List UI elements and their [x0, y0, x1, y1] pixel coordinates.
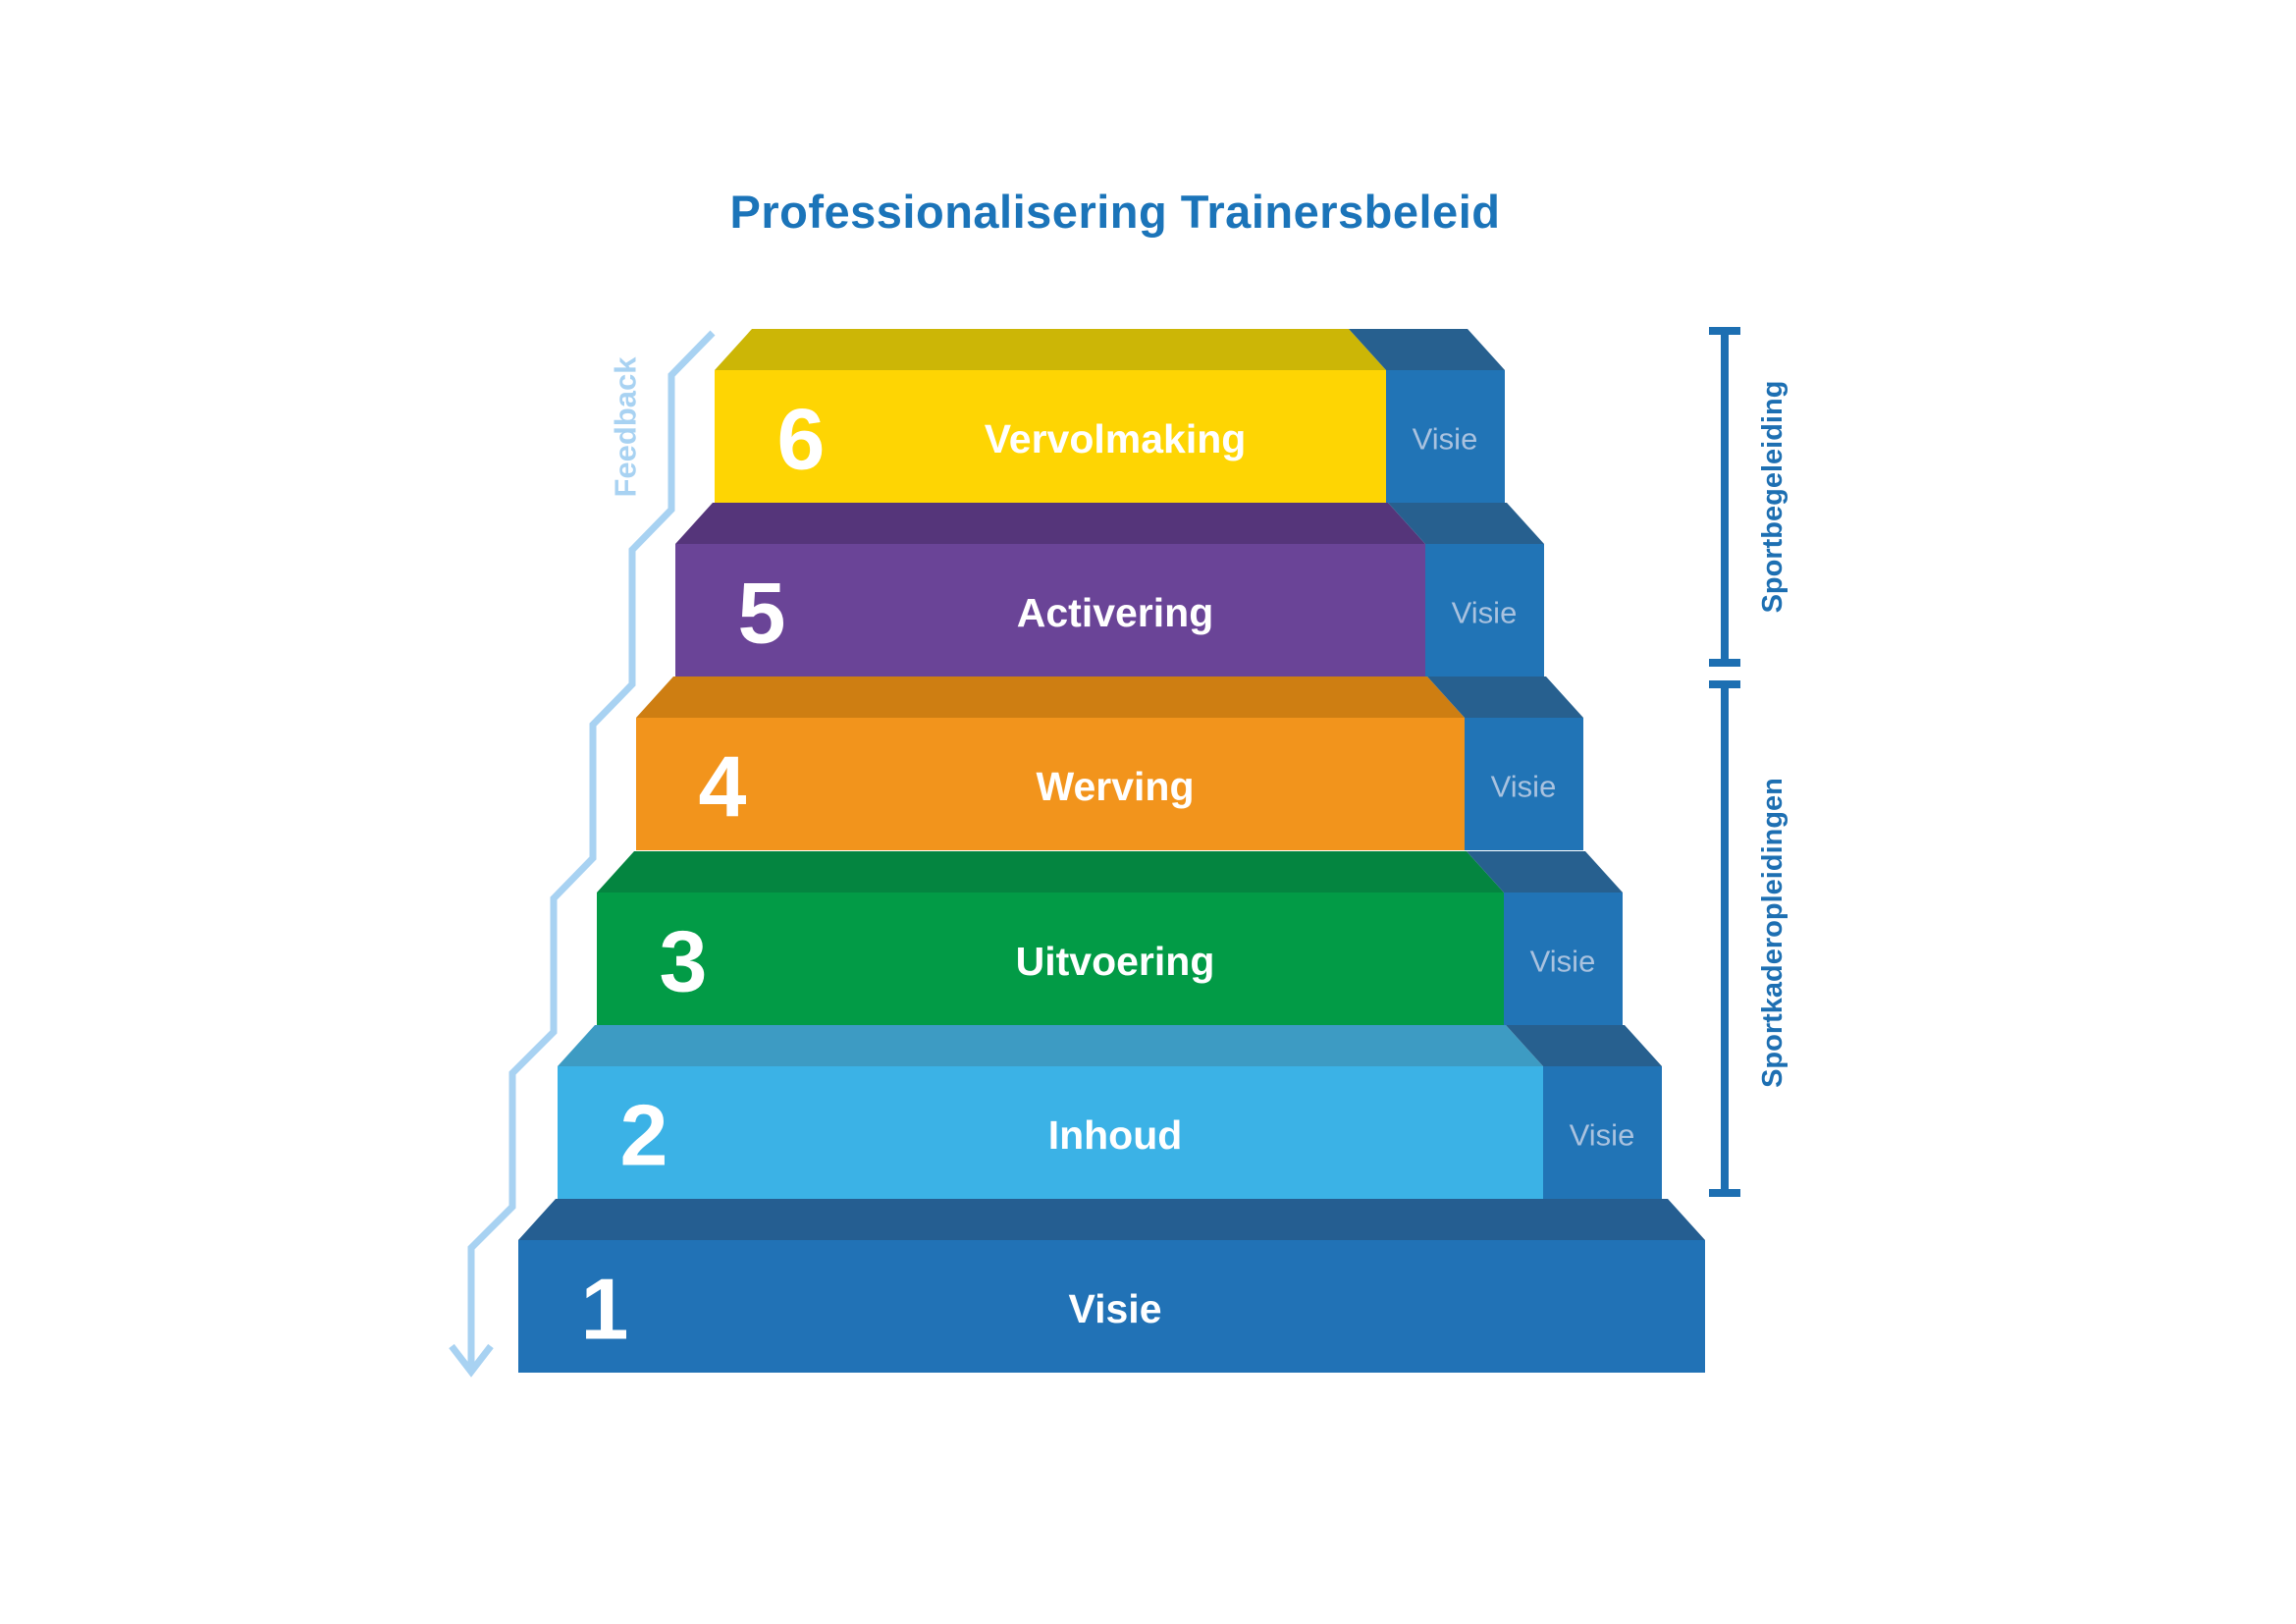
step-6-front-face	[715, 370, 1386, 503]
step-5-label: Activering	[1017, 590, 1214, 635]
visie-block-4-top-face	[1427, 677, 1583, 718]
visie-block-6-front-face	[1386, 370, 1505, 503]
visie-block-2-front-face	[1543, 1066, 1662, 1199]
bracket-sportbegeleiding	[1709, 327, 1740, 667]
visie-block-5-front-face	[1425, 544, 1544, 677]
step-5: 5 Activering Visie	[675, 503, 1544, 677]
step-3-number: 3	[660, 913, 708, 1010]
step-4-label: Werving	[1037, 764, 1195, 809]
step-6-number: 6	[777, 391, 826, 488]
step-4-front-face	[636, 718, 1465, 850]
feedback-arrowhead-icon	[449, 1343, 494, 1378]
step-2-top-face	[558, 1025, 1543, 1066]
step-2: 2 Inhoud Visie	[558, 1025, 1662, 1199]
visie-block-6-label: Visie	[1413, 422, 1478, 457]
step-1-number: 1	[581, 1261, 629, 1358]
page-title: Professionalisering Trainersbeleid	[730, 186, 1501, 238]
step-2-number: 2	[620, 1087, 668, 1184]
step-2-label: Inhoud	[1048, 1112, 1183, 1158]
step-6: 6 Vervolmaking Visie	[715, 329, 1505, 503]
visie-block-6-top-face	[1349, 329, 1505, 370]
feedback-arrow	[449, 330, 716, 1378]
bracket-1-label: Sportbegeleiding	[1757, 381, 1789, 614]
step-1-front-face	[518, 1240, 1705, 1373]
visie-block-2-top-face	[1506, 1025, 1662, 1066]
step-3-top-face	[597, 851, 1504, 893]
step-5-top-face	[675, 503, 1425, 544]
visie-block-3-label: Visie	[1530, 945, 1596, 979]
step-4-top-face	[636, 677, 1465, 718]
step-1-label: Visie	[1069, 1286, 1162, 1331]
bracket-2-label: Sportkaderopleidingen	[1757, 778, 1789, 1088]
step-4: 4 Werving Visie	[636, 677, 1583, 850]
step-5-front-face	[675, 544, 1425, 677]
visie-block-4-front-face	[1465, 718, 1583, 850]
feedback-label: Feedback	[609, 356, 643, 498]
visie-block-5-label: Visie	[1452, 596, 1518, 630]
step-6-label: Vervolmaking	[985, 416, 1247, 461]
visie-block-3-front-face	[1504, 893, 1623, 1025]
bracket-sportkaderopleidingen	[1709, 680, 1740, 1197]
step-3-front-face	[597, 893, 1504, 1025]
step-6-top-face	[715, 329, 1386, 370]
step-3-label: Uitvoering	[1016, 939, 1215, 984]
feedback-arrow-line	[467, 330, 716, 1367]
step-1-top-face	[518, 1199, 1705, 1240]
visie-block-5-top-face	[1388, 503, 1544, 544]
step-5-number: 5	[738, 565, 786, 662]
step-4-number: 4	[699, 738, 747, 836]
step-2-front-face	[558, 1066, 1543, 1199]
step-1: 1 Visie	[518, 1199, 1705, 1373]
visie-block-4-label: Visie	[1491, 770, 1557, 804]
visie-block-3-top-face	[1467, 851, 1623, 893]
visie-block-2-label: Visie	[1570, 1118, 1635, 1153]
step-3: 3 Uitvoering Visie	[597, 851, 1623, 1025]
